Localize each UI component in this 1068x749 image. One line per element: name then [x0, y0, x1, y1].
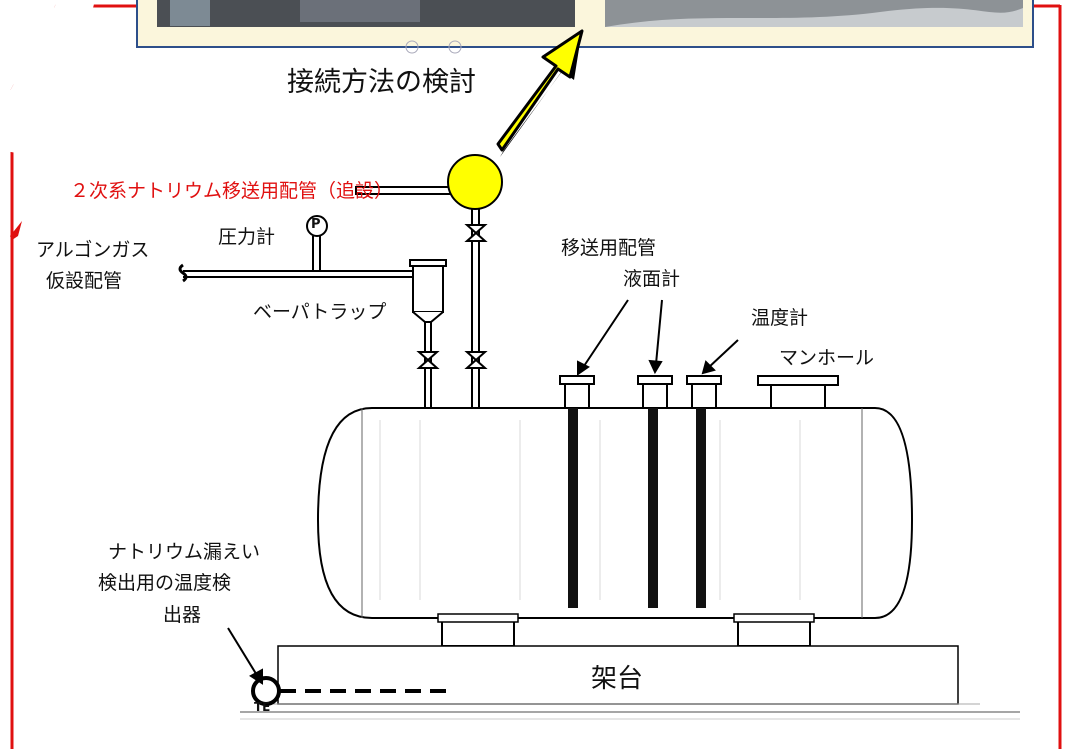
- valve-dip-b: [464, 358, 488, 369]
- thermometer-label: 温度計: [751, 307, 809, 329]
- banner-dot-1: [405, 40, 419, 54]
- vapor-trap-cap: [409, 259, 447, 267]
- pressure-gauge-icon: [306, 215, 328, 237]
- vapor-trap-label: ベーパトラップ: [253, 301, 387, 323]
- base-frame: [277, 645, 959, 705]
- flange-transfer: [559, 375, 595, 385]
- flange-thermo: [686, 375, 722, 385]
- pressure-gauge-label: 圧力計: [218, 226, 276, 248]
- leader-level: [655, 299, 663, 365]
- base-label: 架台: [591, 664, 644, 694]
- leader-te: [227, 627, 259, 678]
- vapor-trap-cone: [412, 311, 444, 323]
- probe-thermo: [696, 408, 706, 608]
- valve-dip-a: [464, 351, 488, 362]
- banner-dot-2: [448, 40, 462, 54]
- argon-label-line2: 仮設配管: [46, 270, 123, 292]
- leader-level-head: [648, 359, 663, 375]
- nozzle-manhole: [770, 382, 826, 409]
- level-gauge-label: 液面計: [623, 268, 681, 290]
- leader-transfer: [581, 299, 629, 370]
- flange-level: [637, 375, 673, 385]
- leak-label-line2: 検出用の温度検: [98, 572, 232, 594]
- pipe-break-symbol: [178, 263, 188, 283]
- frame-arrowhead: [10, 221, 22, 240]
- argon-label-line1: アルゴンガス: [36, 239, 150, 261]
- te-sensor-icon: [251, 676, 281, 706]
- faint-grid: [379, 420, 801, 600]
- leader-transfer-head: [577, 360, 590, 376]
- corner-stripe-2: [0, 0, 58, 110]
- photo-left-detail-2: [300, 0, 420, 22]
- photo-left-detail: [170, 0, 210, 26]
- probe-transfer: [568, 408, 578, 608]
- leader-arrows: [227, 299, 739, 685]
- connection-ball: [447, 154, 503, 210]
- connection-study-label: 接続方法の検討: [287, 67, 476, 98]
- valve-upper-a: [464, 224, 488, 235]
- secondary-pipe-label: ２次系ナトリウム移送用配管（追設）: [70, 180, 394, 202]
- probe-level: [648, 408, 658, 608]
- photo-right-detail: [605, 7, 1023, 27]
- saddle-left-plate: [437, 613, 519, 623]
- leader-thermo-head: [701, 360, 716, 375]
- te-symbol: TE: [254, 700, 271, 714]
- vapor-trap-body: [412, 261, 444, 313]
- transfer-pipe-label: 移送用配管: [561, 237, 657, 259]
- corner-stripe: [0, 0, 95, 160]
- flange-manhole: [757, 375, 839, 386]
- tank-body: [316, 407, 914, 619]
- manhole-label: マンホール: [779, 347, 875, 369]
- leader-thermo: [707, 339, 739, 369]
- saddle-right-plate: [733, 613, 815, 623]
- pressure-symbol: P: [311, 217, 321, 232]
- leak-label-line3: 出器: [163, 604, 202, 626]
- valve-trap-a: [416, 351, 440, 362]
- leader-te-head: [249, 668, 263, 685]
- study-arrow: [496, 29, 584, 152]
- valve-trap-b: [416, 358, 440, 369]
- valve-upper-b: [464, 231, 488, 242]
- leak-label-line1: ナトリウム漏えい: [108, 541, 261, 563]
